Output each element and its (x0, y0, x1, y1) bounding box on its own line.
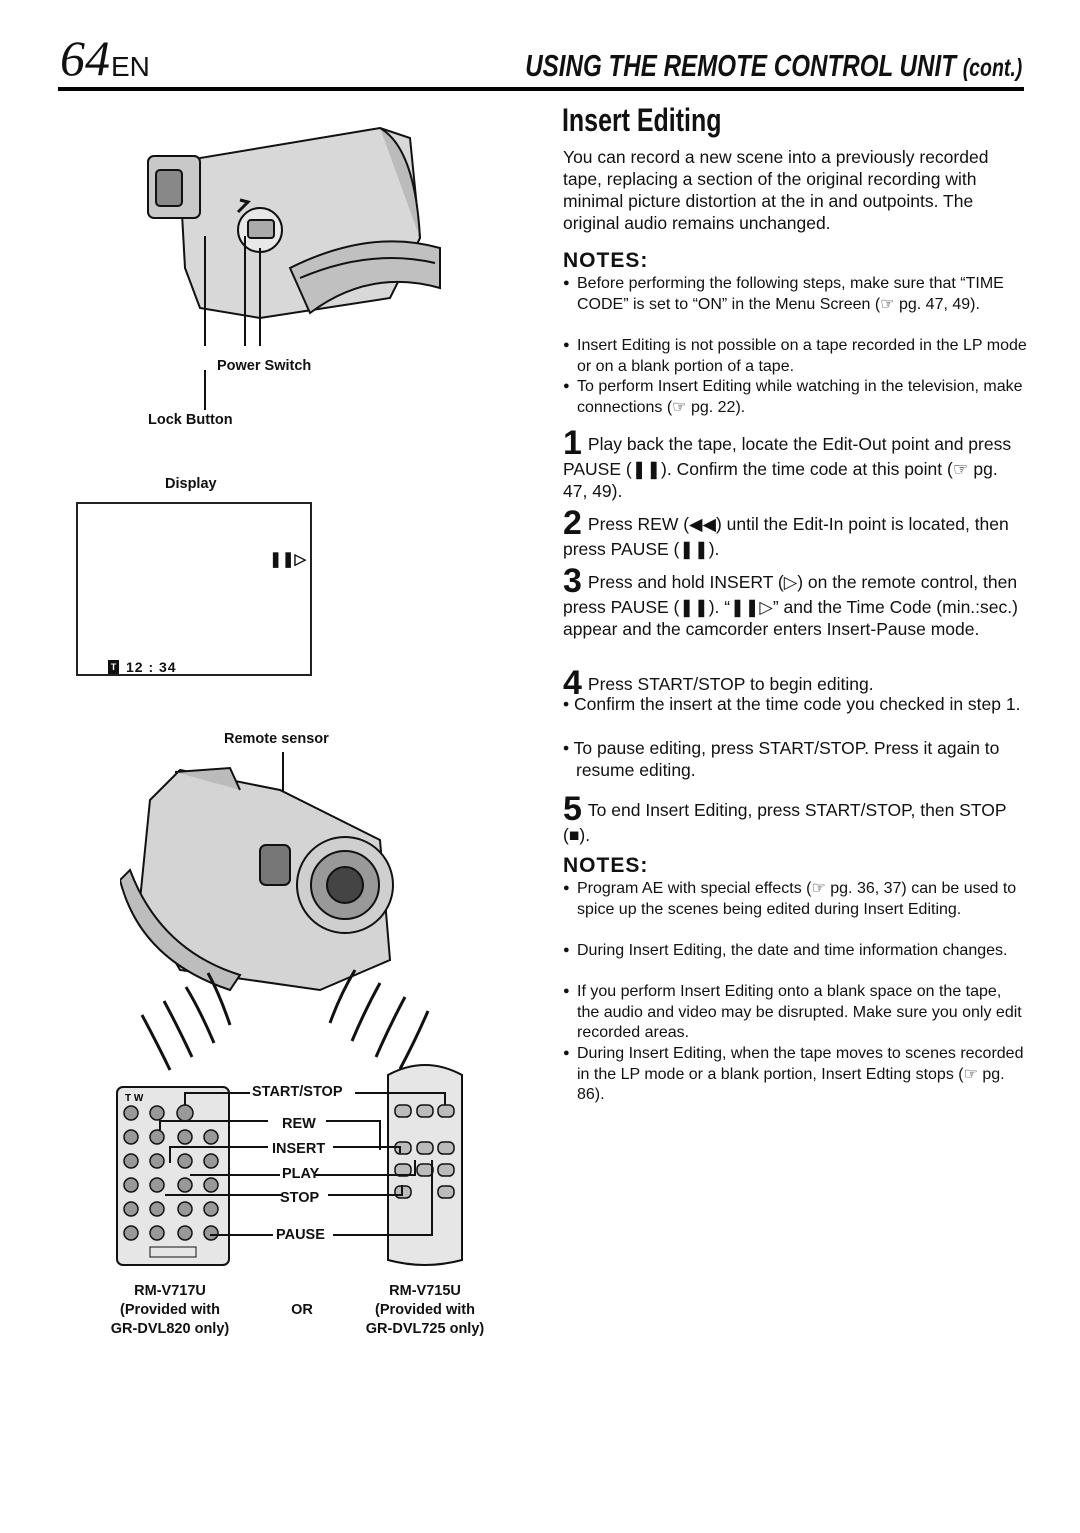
step-number: 1 (563, 424, 582, 462)
remote1-provided: (Provided with (120, 1302, 220, 1318)
remote1-model: RM-V717U (134, 1283, 206, 1299)
header-title: USING THE REMOTE CONTROL UNIT (524, 48, 956, 83)
or-label: OR (291, 1302, 313, 1318)
pause-button-label: PAUSE (276, 1227, 325, 1243)
step-number: 2 (563, 504, 582, 542)
remote-tw-label: T W (125, 1093, 144, 1104)
step-text: To end Insert Editing, press START/STOP,… (563, 800, 1007, 845)
section-title: Insert Editing (562, 102, 722, 138)
remote-rm-v715u-illustration (387, 1064, 463, 1266)
lock-button-leader (204, 370, 206, 410)
note-item: Before performing the following steps, m… (563, 273, 1027, 315)
running-header: USING THE REMOTE CONTROL UNIT (cont.) (525, 48, 1022, 86)
insert-pause-icon: ❚❚▷ (269, 551, 306, 568)
header-rule (58, 87, 1024, 91)
step-text: Press and hold INSERT (▷) on the remote … (563, 572, 1018, 639)
step-number: 4 (563, 664, 582, 702)
play-button-label: PLAY (282, 1166, 320, 1182)
time-code-icon: T (108, 660, 119, 674)
remote2-provided: (Provided with (375, 1302, 475, 1318)
page-number: 64 (60, 30, 110, 86)
remote-rm-v717u-illustration: T W (116, 1086, 230, 1266)
remote2-model: RM-V715U (389, 1283, 461, 1299)
remote2-only: GR-DVL725 only) (365, 1321, 485, 1337)
start-stop-button-label: START/STOP (252, 1084, 343, 1100)
rew-button-label: REW (282, 1116, 316, 1132)
power-switch-label: Power Switch (217, 358, 312, 374)
step-text: Press REW (◀◀) until the Edit-In point i… (563, 514, 1009, 559)
display-timecode: 12 : 34 (126, 659, 177, 675)
camcorder-front-illustration (120, 752, 394, 992)
note-item: Insert Editing is not possible on a tape… (563, 335, 1027, 377)
lcd-display: ❚❚▷ T 12 : 34 (76, 502, 312, 676)
note-item: To perform Insert Editing while watching… (563, 376, 1027, 418)
remote-leader-lines (159, 1092, 446, 1236)
note-item: Program AE with special effects (☞ pg. 3… (563, 878, 1027, 920)
intro-paragraph: You can record a new scene into a previo… (563, 147, 989, 233)
ir-signal-waves (140, 969, 430, 1071)
note-item: If you perform Insert Editing onto a bla… (563, 981, 1027, 1044)
note-item: During Insert Editing, when the tape mov… (563, 1043, 1027, 1106)
insert-button-label: INSERT (272, 1141, 326, 1157)
lock-button-label: Lock Button (148, 412, 233, 428)
step-number: 5 (563, 790, 582, 828)
note-item: During Insert Editing, the date and time… (563, 940, 1027, 962)
step-4-sub: • Confirm the insert at the time code yo… (563, 694, 1021, 714)
remote-sensor-label: Remote sensor (224, 731, 329, 747)
step-text: Press START/STOP to begin editing. (587, 674, 874, 694)
header-cont: (cont.) (962, 54, 1022, 82)
remote1-only: GR-DVL820 only) (110, 1321, 230, 1337)
step-text: Play back the tape, locate the Edit-Out … (563, 434, 1012, 501)
stop-button-label: STOP (280, 1190, 320, 1206)
notes-heading-2: NOTES: (563, 854, 649, 877)
camcorder-side-illustration (147, 126, 441, 346)
notes-heading-1: NOTES: (563, 249, 649, 272)
step-number: 3 (563, 562, 582, 600)
language-code: EN (111, 51, 150, 82)
step-4-sub: • To pause editing, press START/STOP. Pr… (563, 738, 1000, 780)
display-label: Display (165, 476, 217, 492)
